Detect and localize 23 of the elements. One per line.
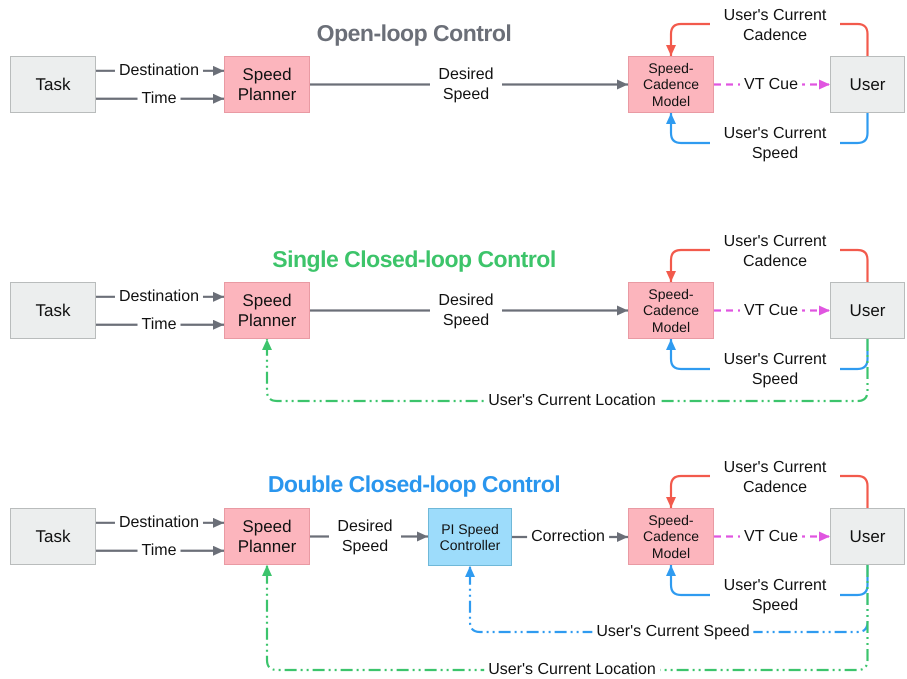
- edge-label: Desired Speed: [430, 65, 502, 105]
- edge-label: User's Current Speed: [592, 622, 754, 642]
- process-box: Speed-Cadence Model: [628, 282, 714, 339]
- edge-label: Desired Speed: [329, 517, 401, 557]
- process-box: Task: [10, 508, 96, 565]
- section-title: Double Closed-loop Control: [268, 470, 560, 499]
- section-title: Open-loop Control: [316, 18, 512, 48]
- process-box: Speed Planner: [224, 508, 310, 565]
- edge-label: Desired Speed: [430, 291, 502, 331]
- process-box: Speed-Cadence Model: [628, 56, 714, 113]
- edge-label: User's Current Speed: [710, 350, 840, 390]
- edge-label: User's Current Speed: [710, 576, 840, 616]
- process-box: Task: [10, 282, 96, 339]
- process-box: Task: [10, 56, 96, 113]
- edge-label: User's Current Speed: [710, 124, 840, 164]
- process-box: Speed Planner: [224, 282, 310, 339]
- section-title: Single Closed-loop Control: [272, 244, 556, 274]
- process-box: Speed Planner: [224, 56, 310, 113]
- process-box: User: [830, 282, 905, 339]
- process-box: User: [830, 508, 905, 565]
- process-box: User: [830, 56, 905, 113]
- process-box: PI Speed Controller: [428, 508, 512, 566]
- process-box: Speed-Cadence Model: [628, 508, 714, 565]
